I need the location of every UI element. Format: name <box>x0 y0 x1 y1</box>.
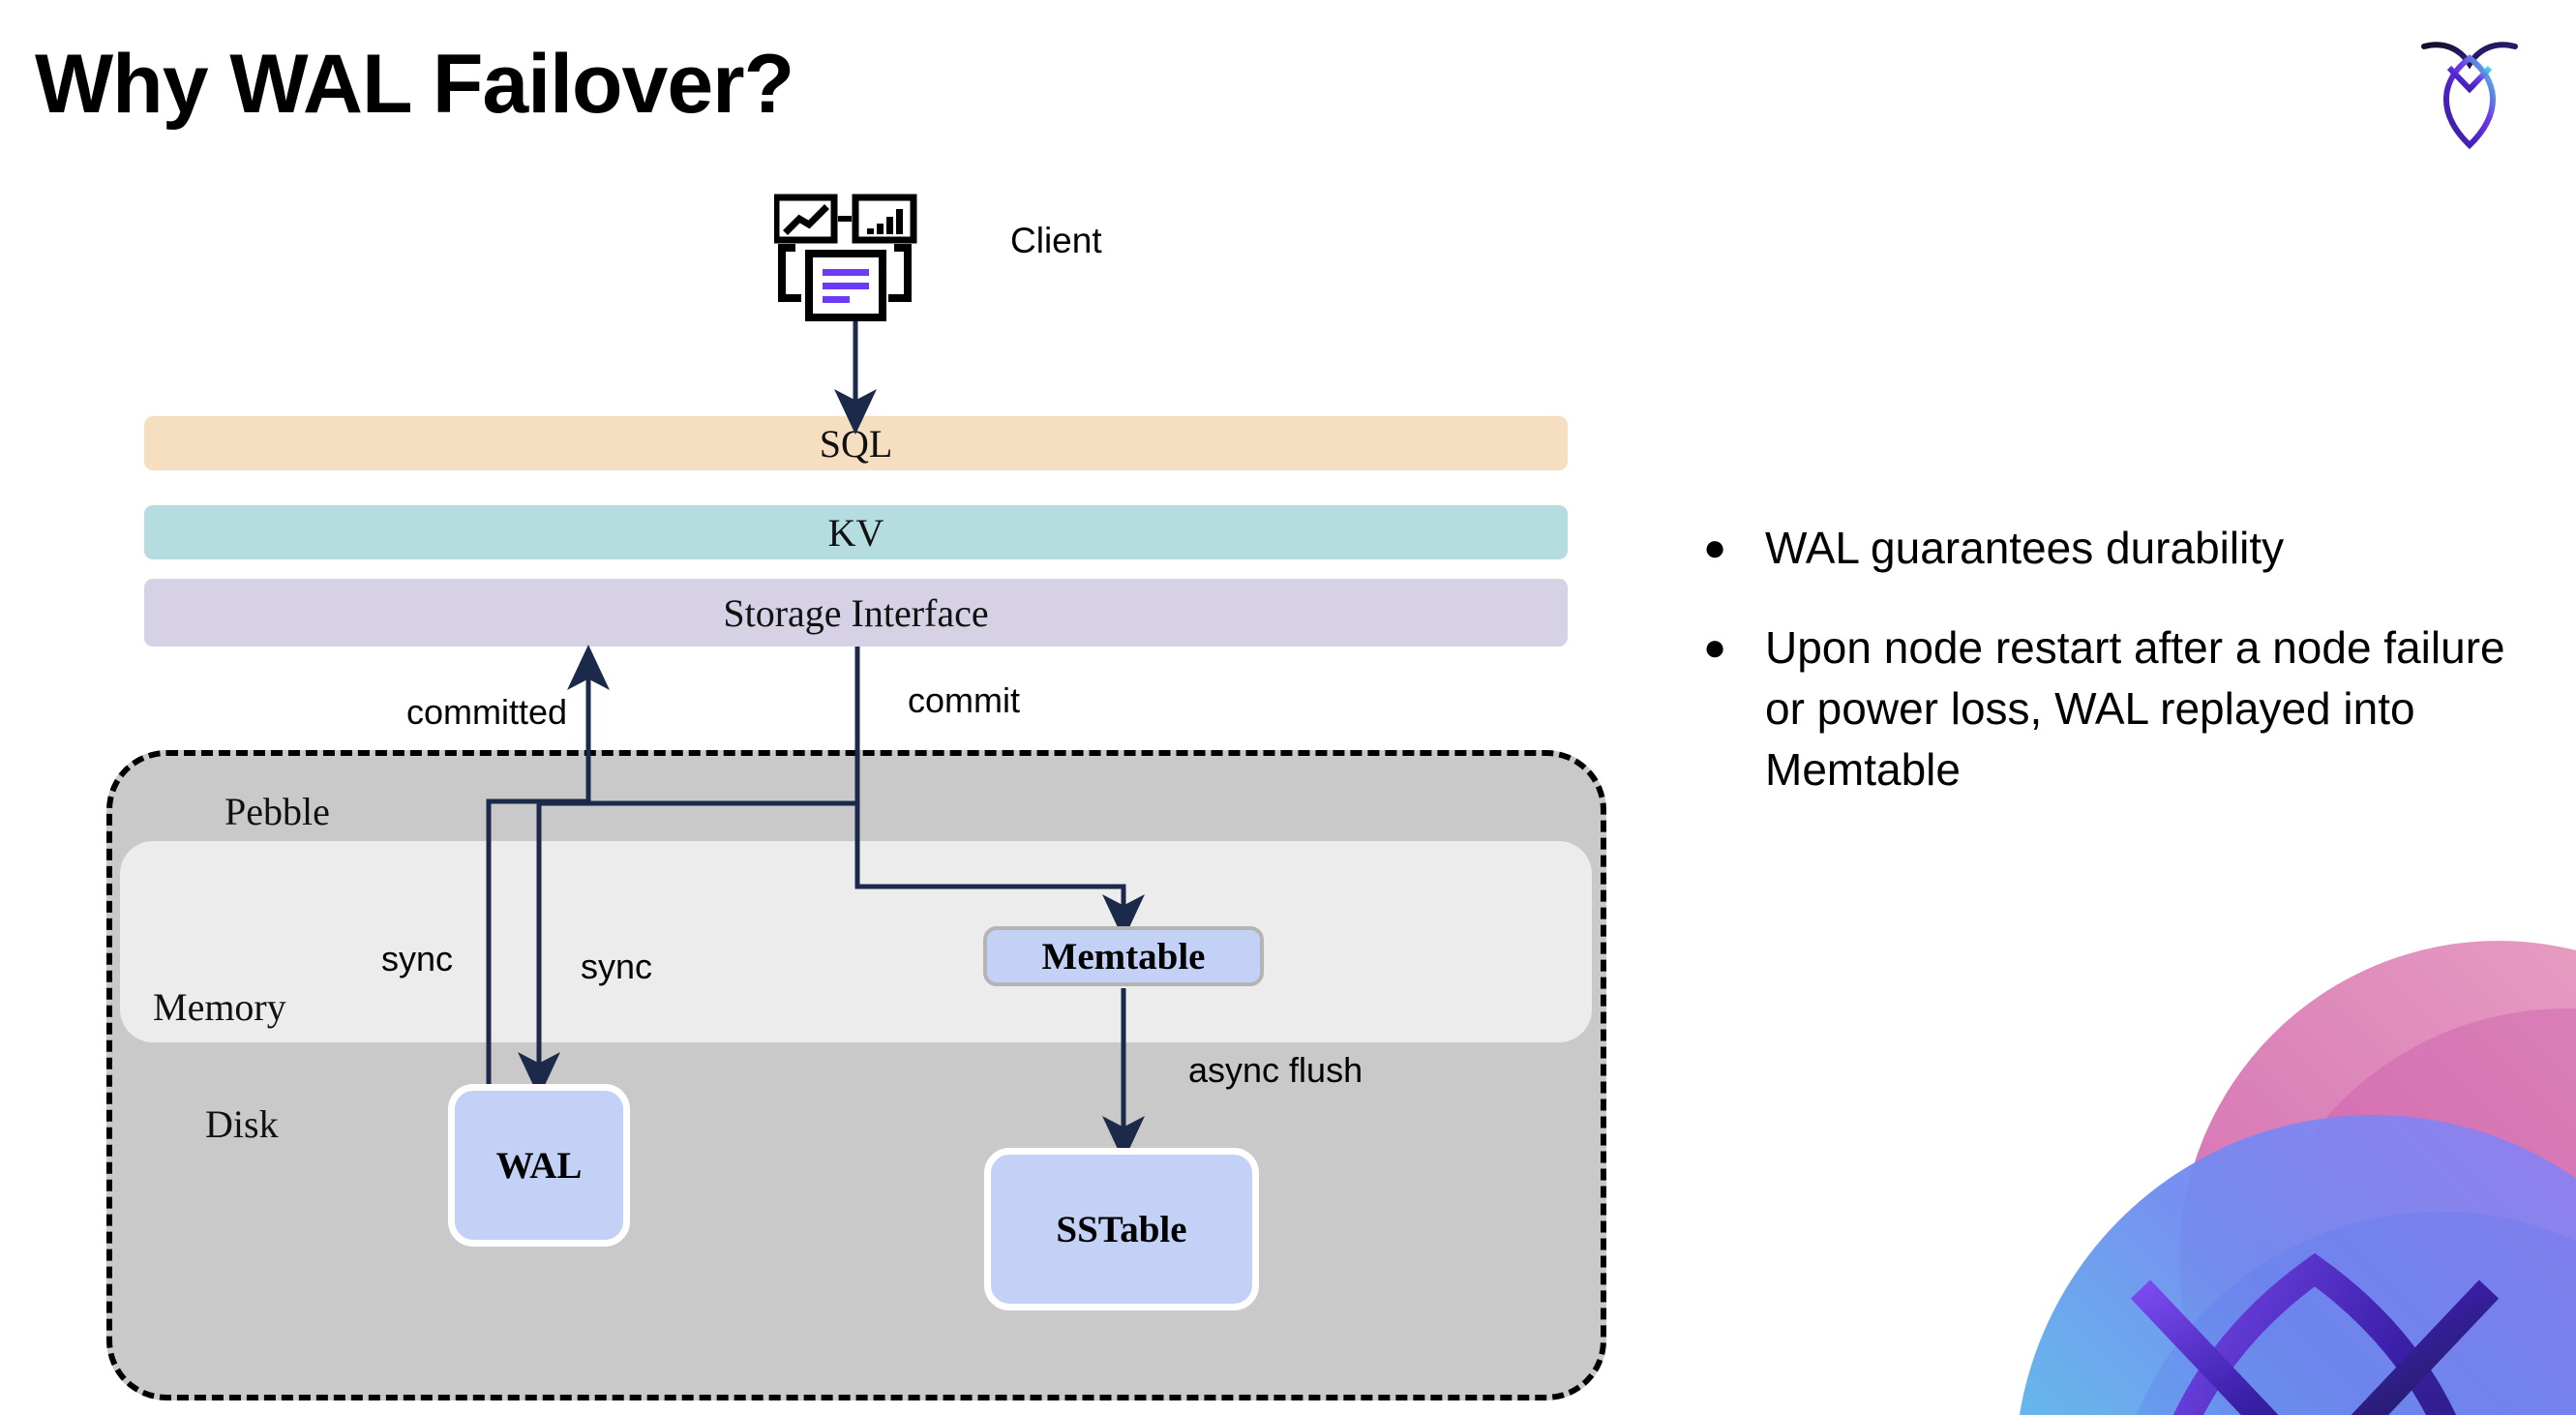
layer-bar-storage-interface: Storage Interface <box>144 579 1568 647</box>
edge-label-sync-left: sync <box>381 939 454 978</box>
corner-logo-decoration <box>1899 873 2576 1415</box>
node-sstable-label: SSTable <box>1056 1208 1187 1250</box>
bullet-marker: ● <box>1703 626 1727 669</box>
edge-label-commit: commit <box>908 680 1020 720</box>
edge-label-sync-right: sync <box>581 947 653 986</box>
list-item: ● Upon node restart after a node failure… <box>1703 617 2535 800</box>
memory-region <box>120 841 1592 1042</box>
layer-bar-sql: SQL <box>144 416 1568 470</box>
pebble-label: Pebble <box>225 790 330 833</box>
layer-label-storage: Storage Interface <box>723 590 989 635</box>
bullet-list: ● WAL guarantees durability ● Upon node … <box>1703 518 2535 839</box>
bullet-marker: ● <box>1703 527 1727 569</box>
bullet-text: WAL guarantees durability <box>1765 523 2285 573</box>
node-memtable[interactable]: Memtable <box>983 926 1264 986</box>
client-label: Client <box>1010 221 1102 260</box>
layer-label-sql: SQL <box>819 421 893 466</box>
layer-label-kv: KV <box>827 510 884 555</box>
architecture-diagram: Client SQL KV Storage Interface Pebble M… <box>106 194 1606 1400</box>
page-title: Why WAL Failover? <box>35 38 794 131</box>
layer-bar-kv: KV <box>144 505 1568 559</box>
edge-label-async-flush: async flush <box>1188 1050 1363 1090</box>
cockroach-labs-logo <box>2416 29 2523 150</box>
node-memtable-label: Memtable <box>1041 935 1206 978</box>
node-wal[interactable]: WAL <box>448 1084 630 1247</box>
edge-label-committed: committed <box>406 692 568 732</box>
memory-label: Memory <box>153 985 286 1029</box>
node-wal-label: WAL <box>495 1144 583 1187</box>
list-item: ● WAL guarantees durability <box>1703 518 2535 579</box>
node-sstable[interactable]: SSTable <box>984 1148 1259 1310</box>
client-dashboard-icon <box>772 194 929 329</box>
disk-label: Disk <box>205 1102 279 1146</box>
bullet-text: Upon node restart after a node failure o… <box>1765 622 2505 795</box>
